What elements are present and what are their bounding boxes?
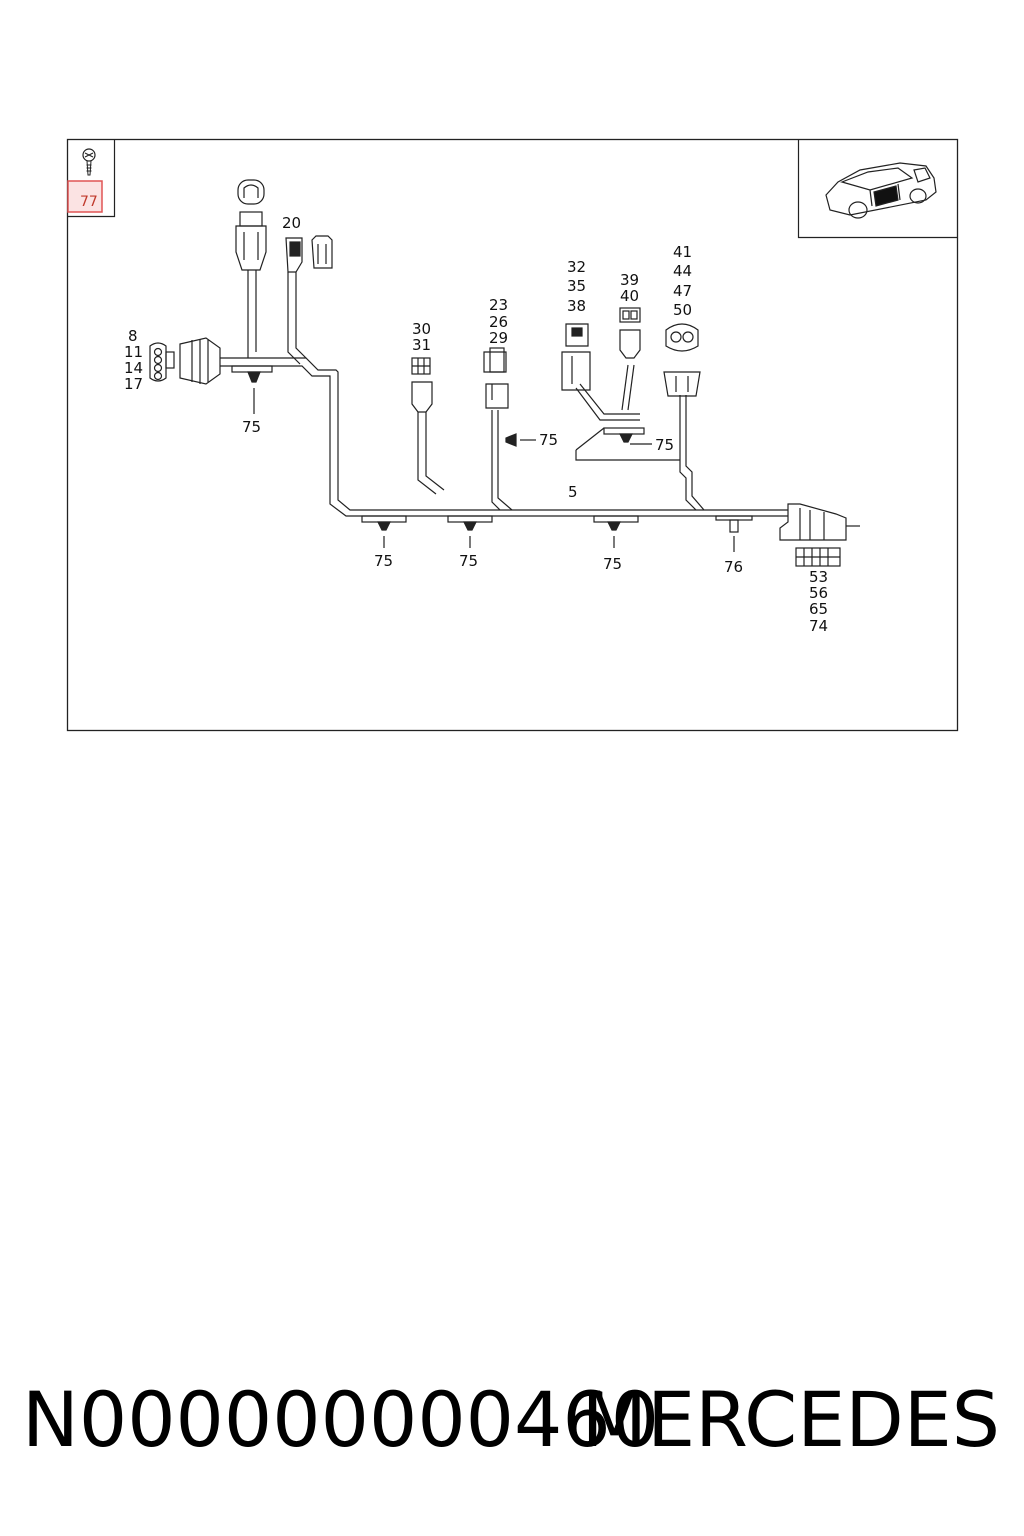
callout-50: 50 xyxy=(673,301,692,319)
callout-74: 74 xyxy=(809,617,828,635)
callout-41: 41 xyxy=(673,243,692,261)
callout-75: 75 xyxy=(242,418,261,436)
vehicle-icon xyxy=(825,162,937,219)
round-cap-connector xyxy=(235,179,267,271)
callout-56: 56 xyxy=(809,584,828,602)
callout-11: 11 xyxy=(124,343,143,361)
wiring-harness-diagram: 77 xyxy=(66,138,959,732)
callout-29: 29 xyxy=(489,329,508,347)
callout-77: 77 xyxy=(80,194,98,210)
brand-name: MERCEDES xyxy=(581,1375,1000,1464)
callout-35: 35 xyxy=(567,277,586,295)
callout-75: 75 xyxy=(603,555,622,573)
callout-75: 75 xyxy=(655,436,674,454)
callout-76: 76 xyxy=(724,558,743,576)
callout-5: 5 xyxy=(568,483,578,501)
callout-20: 20 xyxy=(282,214,301,232)
highlight-box xyxy=(67,180,103,213)
part-number: N000000000460 xyxy=(22,1375,660,1464)
connector-23-26-29 xyxy=(483,347,509,409)
round-connector-left xyxy=(149,337,221,385)
callout-47: 47 xyxy=(673,282,692,300)
callout-32: 32 xyxy=(567,258,586,276)
main-connector-right xyxy=(779,503,860,567)
callout-40: 40 xyxy=(620,287,639,305)
connector-39-40 xyxy=(619,307,641,359)
callout-38: 38 xyxy=(567,297,586,315)
callout-75: 75 xyxy=(539,431,558,449)
callout-14: 14 xyxy=(124,359,143,377)
connector-41-44-47-50 xyxy=(663,323,701,397)
connector-20 xyxy=(285,235,333,273)
clip-76 xyxy=(715,515,753,552)
callout-39: 39 xyxy=(620,271,639,289)
harness-trunk xyxy=(220,270,788,517)
callout-44: 44 xyxy=(673,262,692,280)
vehicle-inset xyxy=(797,139,958,239)
caption-bar: N000000000460 MERCEDES xyxy=(0,1372,1024,1482)
callout-26: 26 xyxy=(489,313,508,331)
callout-17: 17 xyxy=(124,375,143,393)
callout-30: 30 xyxy=(412,320,431,338)
callout-23: 23 xyxy=(489,296,508,314)
callout-53: 53 xyxy=(809,568,828,586)
callout-31: 31 xyxy=(412,336,431,354)
callout-75: 75 xyxy=(374,552,393,570)
callout-75: 75 xyxy=(459,552,478,570)
callout-8: 8 xyxy=(128,327,138,345)
connector-30-31 xyxy=(411,357,433,413)
connector-32-35-38 xyxy=(561,323,591,391)
callout-65: 65 xyxy=(809,600,828,618)
screw-inset: 77 xyxy=(67,139,116,218)
diagram-frame xyxy=(66,138,959,732)
clip-75-group xyxy=(231,365,652,548)
